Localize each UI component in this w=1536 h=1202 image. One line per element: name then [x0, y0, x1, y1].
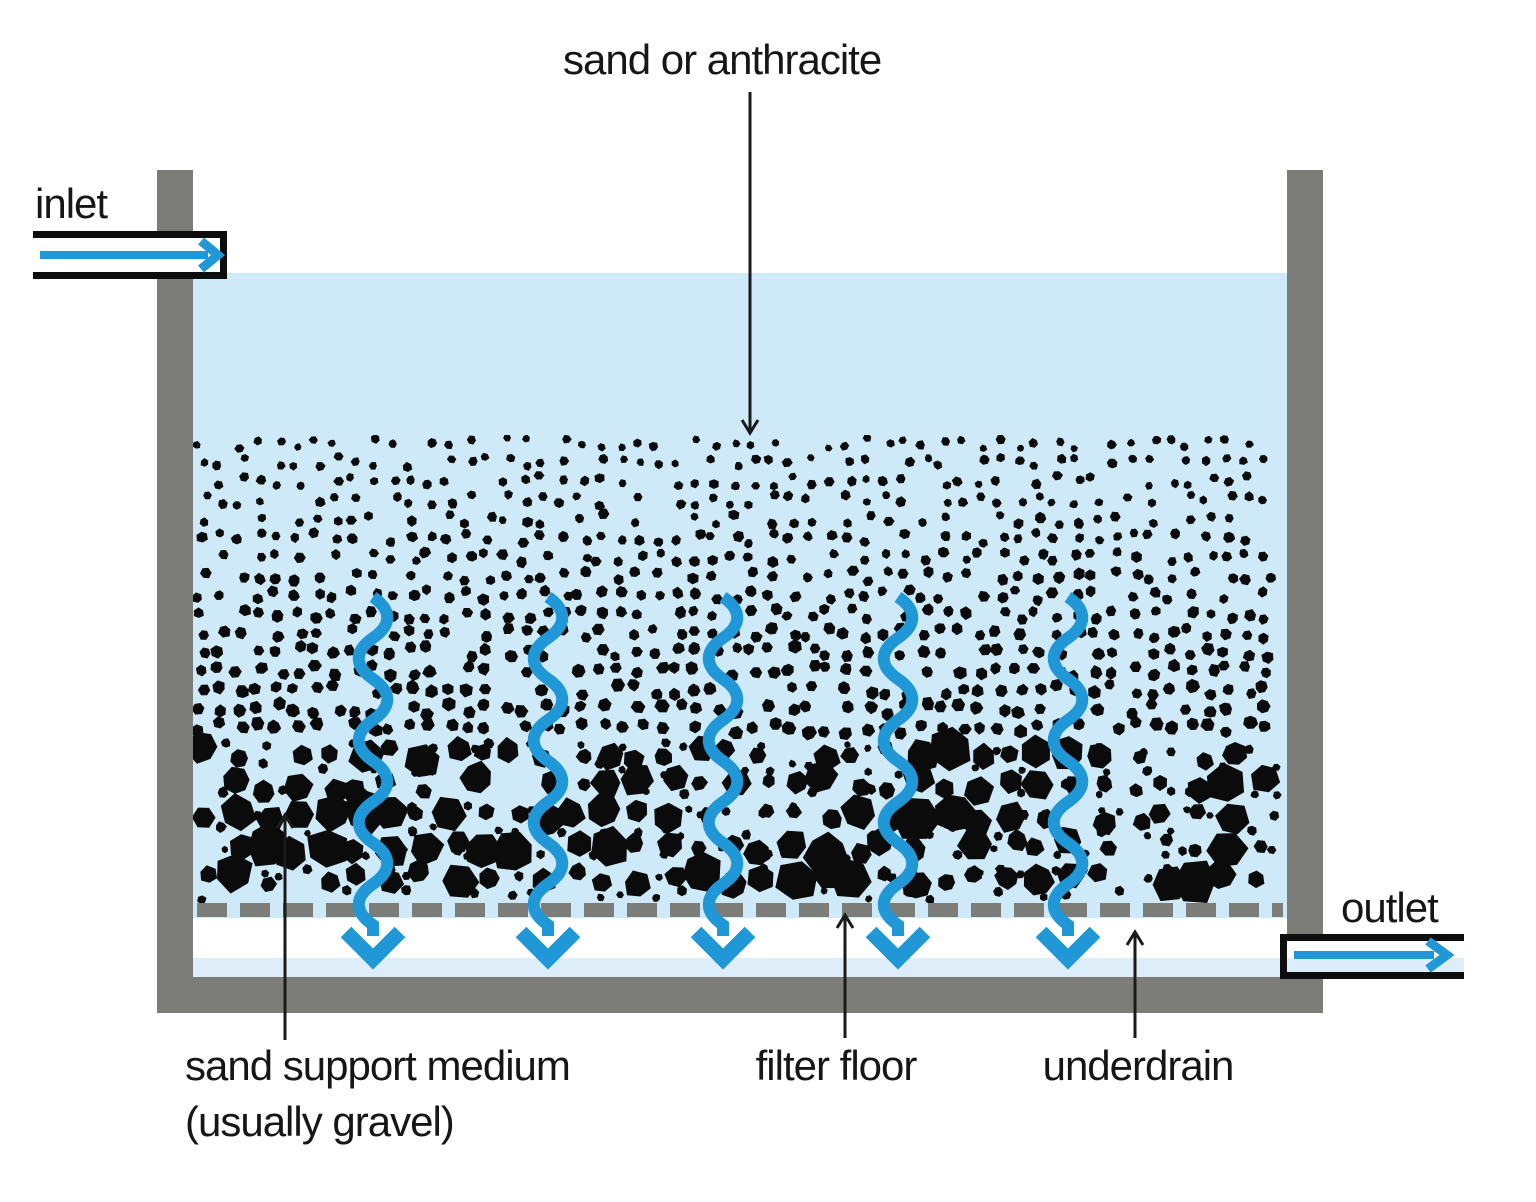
- label-outlet: outlet: [1341, 884, 1439, 931]
- percolation-squiggle-arrow-icon: [690, 592, 756, 970]
- label-sand-support-medium: sand support medium: [185, 1042, 571, 1089]
- label-usually-gravel: (usually gravel): [185, 1098, 455, 1145]
- percolation-squiggle-arrow-icon: [865, 592, 931, 970]
- label-sand-or-anthracite: sand or anthracite: [563, 36, 882, 83]
- media-pointer-arrow-down-icon: [740, 92, 760, 436]
- tank-wall-bottom: [157, 977, 1323, 1013]
- percolation-squiggle-arrow-icon: [1035, 592, 1101, 970]
- percolation-squiggle-arrow-icon: [340, 592, 406, 970]
- label-inlet: inlet: [35, 180, 108, 227]
- filter-floor-dashes: [197, 903, 1283, 917]
- label-filter-floor: filter floor: [755, 1042, 918, 1089]
- filter-floor-pointer-arrow-up-icon: [835, 912, 855, 1038]
- percolation-squiggle-arrow-icon: [515, 592, 581, 970]
- support-pointer-arrow-up-icon: [275, 812, 295, 1040]
- inlet-pipe: [33, 231, 227, 279]
- outlet-flow-arrow-icon: [1294, 937, 1455, 973]
- outlet-pipe: [1280, 934, 1464, 979]
- media-particles: [193, 435, 1282, 903]
- tank-wall-left: [157, 170, 193, 1013]
- label-underdrain: underdrain: [1042, 1042, 1235, 1089]
- underdrain-pointer-arrow-up-icon: [1125, 929, 1145, 1038]
- underdrain-water: [193, 958, 1287, 977]
- tank-wall-right: [1287, 170, 1323, 1013]
- inlet-flow-arrow-icon: [40, 237, 226, 273]
